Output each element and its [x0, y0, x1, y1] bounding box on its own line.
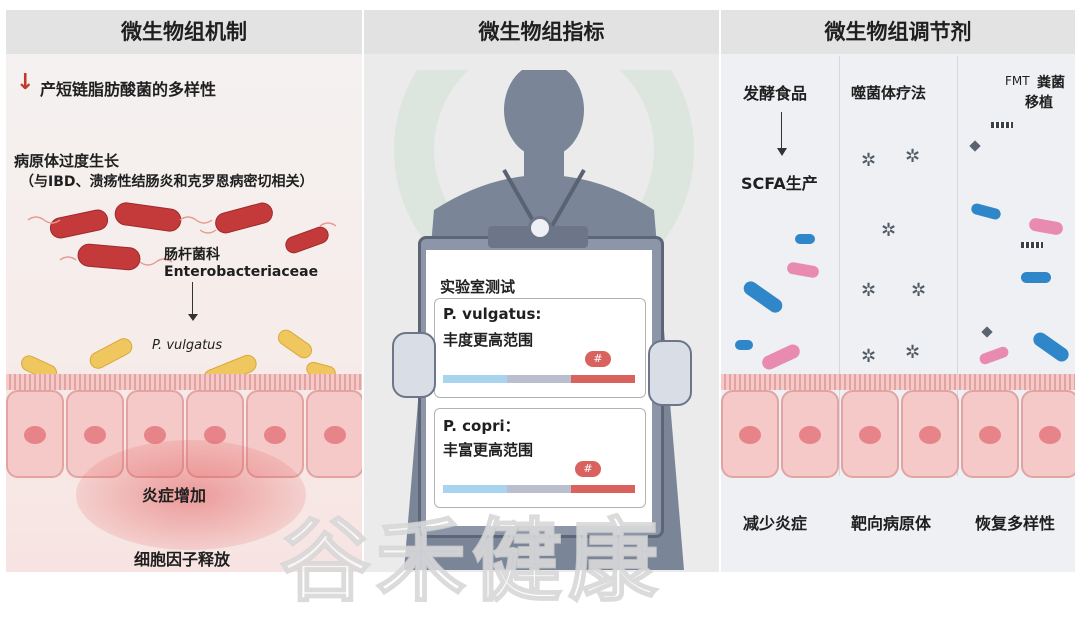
range-bar-high [571, 485, 635, 493]
bacteria-rod-icon [86, 335, 136, 372]
family-cn-label: 肠杆菌科 [164, 247, 220, 263]
fmt-label-line1: 粪菌 [1037, 75, 1065, 91]
down-arrow-icon [192, 282, 193, 318]
epithelial-cell [781, 390, 839, 478]
epithelial-cell [6, 390, 64, 478]
panel-title-mechanism: 微生物组机制 [6, 10, 362, 54]
watermark: 谷禾健康 [279, 508, 664, 615]
range-bar-low [443, 485, 507, 493]
bacteria-rod-icon [735, 340, 753, 350]
epithelial-cell [901, 390, 959, 478]
bacteria-rod-icon [740, 278, 786, 316]
left-hand [392, 332, 436, 398]
range-bar-high [571, 375, 635, 383]
card-title: P. copri： [443, 417, 520, 435]
panel-modulators: 微生物组调节剂 发酵食品 SCFA生产 噬菌体疗法 FMT 粪菌 移植 ✲ ✲ … [721, 10, 1075, 572]
bacteria-rod-icon [786, 261, 820, 279]
right-hand [648, 340, 692, 406]
microvilli [6, 374, 362, 390]
clipboard-ring [528, 216, 552, 240]
bacteriophage-icon: ✲ [905, 146, 921, 167]
column-divider [839, 56, 840, 476]
bacteriophage-icon: ✲ [881, 220, 897, 241]
reduce-inflammation-label: 减少炎症 [743, 514, 808, 533]
panel-mechanism: 微生物组机制 ↓ 产短链脂肪酸菌的多样性 病原体过度生长 （与IBD、溃疡性结肠… [6, 10, 362, 572]
enterobacteria-icon [27, 202, 337, 271]
inflammation-glow [76, 440, 306, 550]
inflammation-label: 炎症增加 [142, 486, 207, 505]
epithelial-cell [841, 390, 899, 478]
microvilli [721, 374, 1075, 390]
down-arrow-icon [188, 314, 198, 321]
card-text: 丰富更高范围 [443, 441, 534, 459]
pathogen-disease-note: （与IBD、溃疡性结肠炎和克罗恩病密切相关） [20, 174, 314, 190]
panel-title-modulators: 微生物组调节剂 [721, 10, 1075, 54]
range-bar-mid [507, 485, 571, 493]
bacteria-rod-icon [274, 326, 316, 362]
marker-badge: # [585, 351, 611, 367]
epithelial-cell [1021, 390, 1075, 478]
clipboard-title: 实验室测试 [440, 278, 516, 296]
bacteriophage-icon: ✲ [905, 342, 921, 363]
panel-title-indicators: 微生物组指标 [364, 10, 719, 54]
epithelial-cell [961, 390, 1019, 478]
target-pathogen-label: 靶向病原体 [851, 514, 932, 533]
cytokine-label: 细胞因子释放 [134, 550, 231, 569]
pathogen-overgrowth-label: 病原体过度生长 [14, 152, 120, 170]
result-card-copri: P. copri： 丰富更高范围 # [434, 408, 646, 508]
bacteria-rod-icon [978, 345, 1010, 366]
down-arrow-icon [777, 148, 787, 156]
fecal-particle [969, 140, 981, 152]
bacteria-rod-icon [759, 342, 803, 372]
bacteria-rod-icon [970, 202, 1002, 221]
range-bar-mid [507, 375, 571, 383]
fecal-particle [991, 122, 1013, 128]
fecal-particle [981, 326, 993, 338]
restore-diversity-label: 恢复多样性 [975, 514, 1056, 533]
bacteriophage-icon: ✲ [861, 346, 877, 367]
range-bar-low [443, 375, 507, 383]
marker-badge: # [575, 461, 601, 477]
family-latin-label: Enterobacteriaceae [164, 264, 319, 280]
bacteriophage-icon: ✲ [911, 280, 927, 301]
down-arrow-icon [781, 112, 782, 152]
bacteria-rod-icon [1028, 217, 1064, 236]
card-title: P. vulgatus: [443, 305, 542, 323]
fmt-label-line2: 移植 [1025, 95, 1053, 111]
scfa-diversity-label: 产短链脂肪酸菌的多样性 [40, 80, 217, 99]
epithelial-cell [306, 390, 362, 478]
down-arrow-icon: ↓ [16, 70, 35, 95]
fermented-food-label: 发酵食品 [743, 84, 808, 103]
panel-indicators: 微生物组指标 实验室测试 P. vulgatus: 丰度更高范围 # P. co… [364, 10, 719, 572]
bacteriophage-icon: ✲ [861, 280, 877, 301]
bacteriophage-icon: ✲ [861, 150, 877, 171]
phage-therapy-label: 噬菌体疗法 [851, 84, 927, 102]
result-card-vulgatus: P. vulgatus: 丰度更高范围 # [434, 298, 646, 398]
epithelial-cell [721, 390, 779, 478]
bacteria-rod-icon [1021, 272, 1051, 283]
fecal-particle [1021, 242, 1043, 248]
column-divider [957, 56, 958, 476]
species-label: P. vulgatus [152, 338, 223, 353]
card-text: 丰度更高范围 [443, 331, 534, 349]
scfa-production-label: SCFA生产 [741, 174, 818, 193]
fmt-prefix: FMT [1005, 74, 1030, 88]
bacteria-rod-icon [795, 234, 815, 244]
bacteria-rod-icon [1030, 329, 1072, 365]
